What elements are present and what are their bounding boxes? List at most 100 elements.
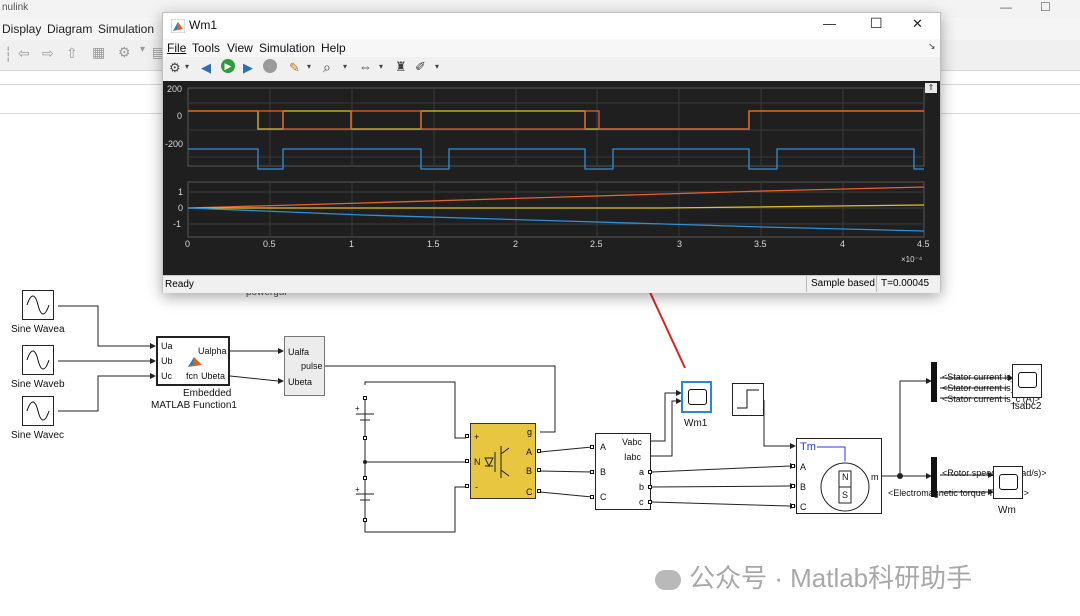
bg-minimize-icon[interactable]: — [1000,0,1012,14]
dropdown-icon[interactable]: ▾ [185,62,190,71]
fcn-label: fcn [186,371,199,381]
step-block[interactable] [732,383,764,416]
igbt-icon [484,446,510,478]
embedded-matlab-function-block[interactable]: Ua Ub Uc Ualpha Ubeta fcn [156,336,230,386]
scope-block-wm[interactable] [993,466,1023,499]
embedded-label-line2: MATLAB Function1 [151,400,237,411]
motor-n-label: N [842,472,849,482]
autoscale-icon[interactable]: ⇔ [359,59,372,74]
sine-icon [26,350,50,370]
port-c-motor: C [800,502,807,512]
port-ualpha: Ualpha [198,346,227,356]
stop-icon[interactable] [263,59,277,73]
inverter-terminal [465,459,469,463]
bg-menu-display[interactable]: Display [2,22,42,36]
highlight-icon[interactable]: ✎ [289,60,300,75]
dropdown-icon[interactable]: ▾ [435,62,440,71]
inverter-terminal [537,468,541,472]
trigger-icon[interactable]: ♜ [395,59,407,74]
menu-simulation[interactable]: Simulation [259,41,316,55]
zoom-icon[interactable]: ⌕ [323,59,331,75]
port-uc: Uc [161,371,172,381]
motor-icon [817,446,870,512]
run-icon[interactable]: ▶ [221,59,235,73]
sine-wave-block-b[interactable] [22,345,54,375]
bg-back-icon[interactable]: ⇦ [18,45,30,61]
dropdown-icon[interactable]: ▾ [307,62,312,71]
inverter-terminal [537,489,541,493]
port-ualfa: Ualfa [288,347,310,357]
meas-terminal [590,495,594,499]
meas-terminal [648,500,652,504]
port-pulse: pulse [301,361,323,371]
bg-maximize-icon[interactable]: ☐ [1040,0,1051,14]
port-ua: Ua [161,341,173,351]
menu-help[interactable]: Help [321,41,346,55]
matlab-logo-icon [171,19,185,33]
port-c: C [526,487,533,497]
port-c-out: c [639,497,644,507]
embedded-label-line1: Embedded [183,388,232,399]
dropdown-icon[interactable]: ▾ [379,62,384,71]
measurement-block[interactable]: Vabc Iabc A B C a b c [595,433,651,510]
top-ytick: 0 [177,111,183,121]
scope-titlebar[interactable]: Wm1 — ☐ ✕ [163,13,940,39]
scope-screen-icon [1018,372,1037,388]
meas-terminal [648,470,652,474]
bg-menu-diagram[interactable]: Diagram [47,22,93,36]
menu-view[interactable]: View [227,41,253,55]
menu-tools[interactable]: Tools [192,41,221,55]
step-forward-icon[interactable]: ▶ [243,60,253,75]
watermark: 公众号 · Matlab科研助手 [655,558,972,595]
status-ready: Ready [165,279,194,290]
dc-plus-label: + [355,404,360,413]
scope-block-isabc2[interactable] [1012,364,1042,398]
port-a-out: a [639,467,645,477]
dropdown-icon[interactable]: ▾ [343,62,348,71]
cursor-icon[interactable]: ✐ [415,59,426,74]
bg-menu-simulation[interactable]: Simulation [98,22,155,36]
xtick: 4 [840,239,846,249]
scope-plot-area[interactable]: 200 0 -200 1 0 -1 0 0.5 1 1.5 2 2.5 3 3.… [163,81,940,275]
inverter-terminal [465,434,469,438]
scope-window[interactable]: Wm1 — ☐ ✕ File Tools View Simulation Hel… [162,12,941,293]
port-ubeta-in: Ubeta [288,377,313,387]
bg-tool-icon[interactable]: ▦ [92,44,106,60]
sine-wave-block-a[interactable] [22,290,54,320]
motor-block[interactable]: Tm A B C m N S [796,438,882,514]
bg-dropdown-icon[interactable]: ▾ [140,44,146,55]
scope-wm-label: Wm [998,505,1016,516]
sine-icon [26,401,50,421]
bg-settings-icon[interactable]: ⚙ [118,44,131,60]
motor-terminal [791,504,795,508]
menu-file[interactable]: File [167,41,187,55]
minimize-icon[interactable]: — [823,16,836,31]
top-ytick: 200 [167,84,183,94]
port-b: B [526,466,533,476]
scope-screen-icon [688,389,707,405]
close-icon[interactable]: ✕ [912,16,923,31]
step-back-icon[interactable]: ◀ [201,60,211,75]
expand-icon[interactable]: ⇑ [925,83,937,93]
dock-icon[interactable]: ↘ [928,41,936,51]
bg-model-icon[interactable]: ▤ [152,44,166,60]
maximize-icon[interactable]: ☐ [870,15,883,31]
port-c-in: C [600,492,607,502]
bg-forward-icon[interactable]: ⇨ [42,45,54,61]
motor-s-label: S [842,490,849,500]
bus-selector-bottom[interactable] [931,457,937,497]
bus-bottom-signal-2: <Electromagnetic torque Te (N*m)> [888,488,1029,498]
scope-menubar: File Tools View Simulation Help ↘ [163,39,940,57]
bus-selector-top[interactable] [931,362,937,402]
sine-wave-c-label: Sine Wavec [11,430,64,441]
scope-block-wm1[interactable] [681,381,712,413]
settings-gear-icon[interactable]: ⚙ [169,60,181,75]
port-vabc: Vabc [622,437,642,447]
inverter-bridge-block[interactable]: g A B C + N - [470,423,536,499]
pulse-block[interactable]: Ualfa pulse Ubeta [284,336,325,396]
bg-up-icon[interactable]: ⇧ [66,45,78,61]
xtick: 4.5 [917,239,930,249]
scope-statusbar: Ready Sample based T=0.00045 [163,275,940,293]
port-a: A [526,447,533,457]
sine-wave-block-c[interactable] [22,396,54,426]
